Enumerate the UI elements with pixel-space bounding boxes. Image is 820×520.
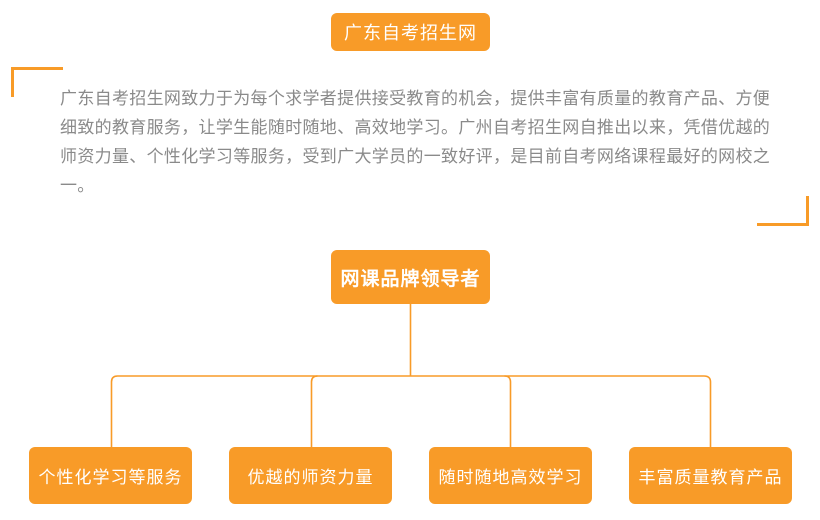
brand-leader-node: 网课品牌领导者: [331, 250, 490, 304]
corner-bracket-top-left-icon: [11, 67, 63, 97]
header-title-box: 广东自考招生网: [331, 13, 490, 51]
corner-bracket-bottom-right-icon: [757, 196, 809, 226]
leaf-node-2: 优越的师资力量: [229, 447, 392, 504]
leaf-node-1: 个性化学习等服务: [29, 447, 192, 504]
leaf-node-4: 丰富质量教育产品: [629, 447, 792, 504]
description-paragraph: 广东自考招生网致力于为每个求学者提供接受教育的机会，提供丰富有质量的教育产品、方…: [60, 89, 770, 195]
leaf-node-3: 随时随地高效学习: [429, 447, 592, 504]
